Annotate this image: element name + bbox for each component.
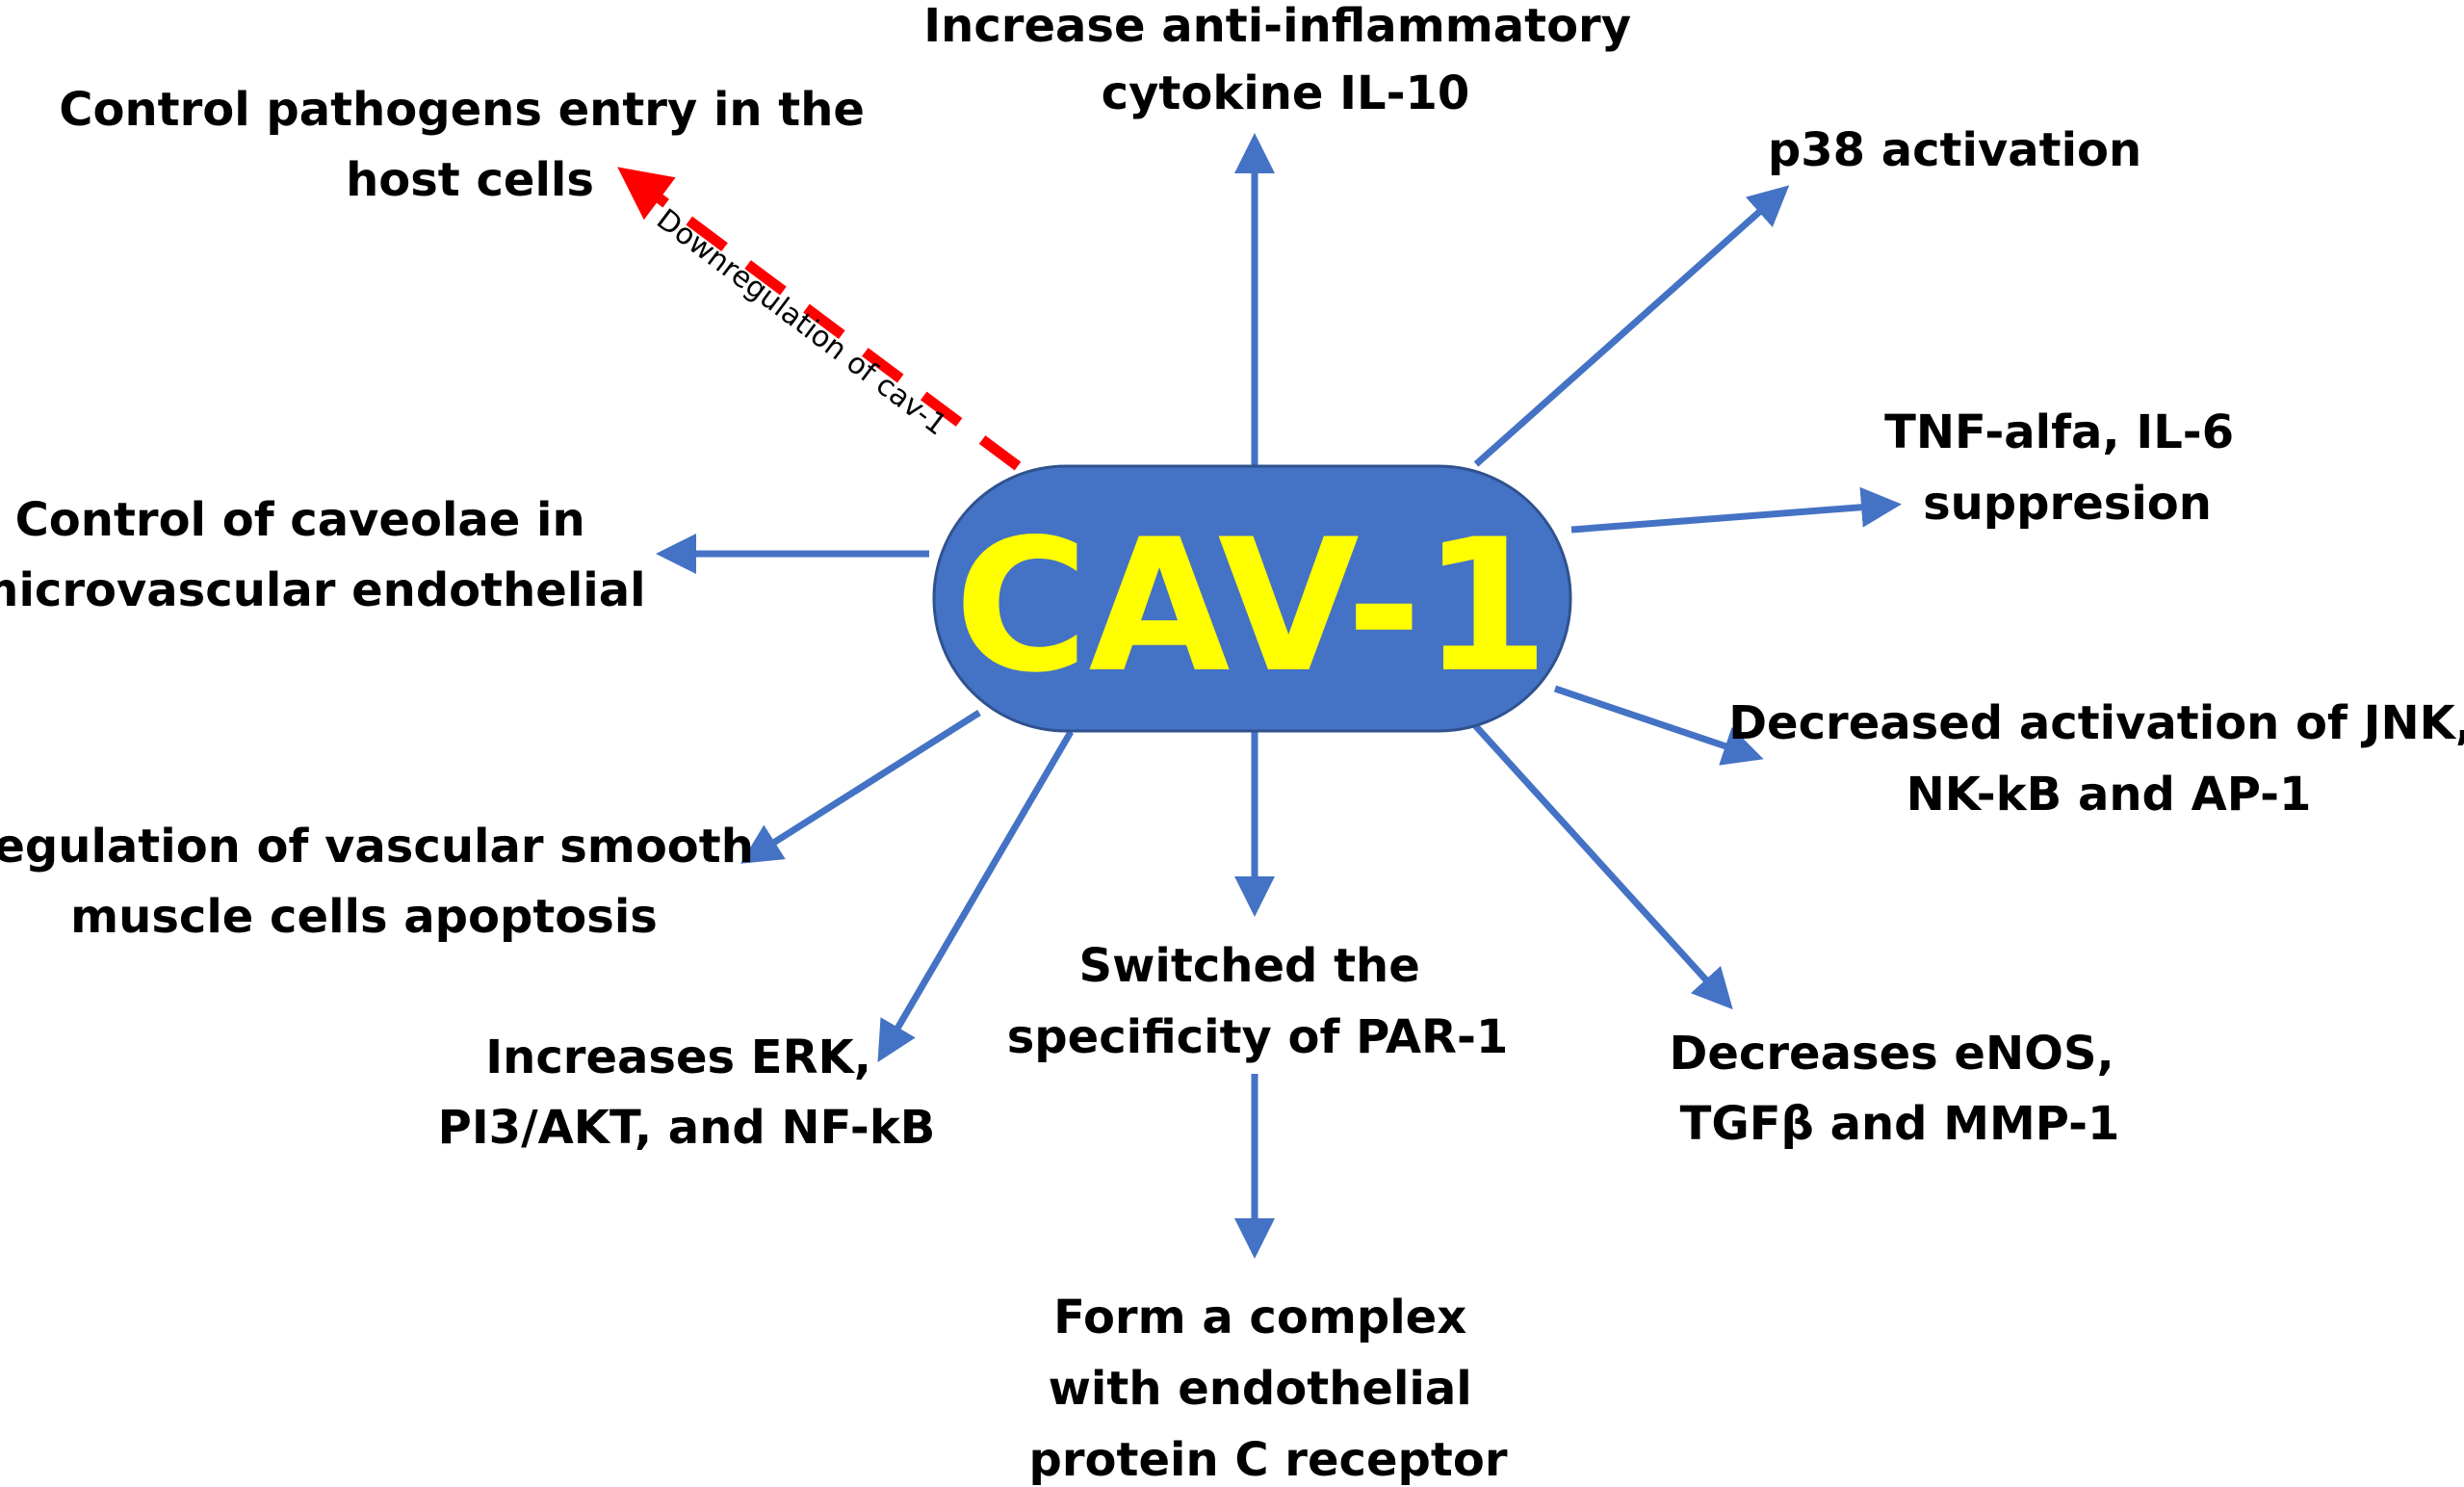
effect-par1: Switched the specificity of PAR-1 [1007, 939, 1509, 1064]
cav1-node [932, 464, 1572, 733]
effect-il10: Increase anti-inflammatory cytokine IL-1… [923, 0, 1647, 120]
downregulation-label: Downregulation of cav-1 [650, 202, 952, 442]
arrows [656, 133, 1902, 1259]
arrow-to-p38 [1473, 185, 1790, 467]
arrow-to-enos [1441, 689, 1733, 1010]
arrow-to-vsmc [740, 710, 981, 864]
downregulation-arrow [617, 167, 1022, 471]
effect-erk: Increases ERK, PI3/AKT, and NF-kB [438, 1030, 936, 1155]
effect-caveolae: Control of caveolae in microvascular end… [0, 493, 646, 617]
effect-jnk: Decreased activation of JNK, NK-kB and A… [1728, 696, 2464, 822]
effect-p38: p38 activation [1768, 123, 2141, 177]
effect-epcr: Form a complex with endothelial protein … [1029, 1291, 1508, 1487]
arrow-to-erk [877, 730, 1075, 1063]
arrow-to-jnk [1553, 685, 1764, 766]
cav1-label: CAV-1 [954, 500, 1549, 713]
effect-pathogens: Control pathogens entry in the host cell… [59, 83, 880, 207]
effect-enos: Decreases eNOS, TGFβ and MMP-1 [1670, 1027, 2131, 1151]
arrow-to-tnf [1570, 486, 1902, 534]
effect-vsmc: Regulation of vascular smooth muscle cel… [0, 820, 770, 944]
effect-tnf: TNF-alfa, IL-6 suppresion [1884, 405, 2250, 531]
